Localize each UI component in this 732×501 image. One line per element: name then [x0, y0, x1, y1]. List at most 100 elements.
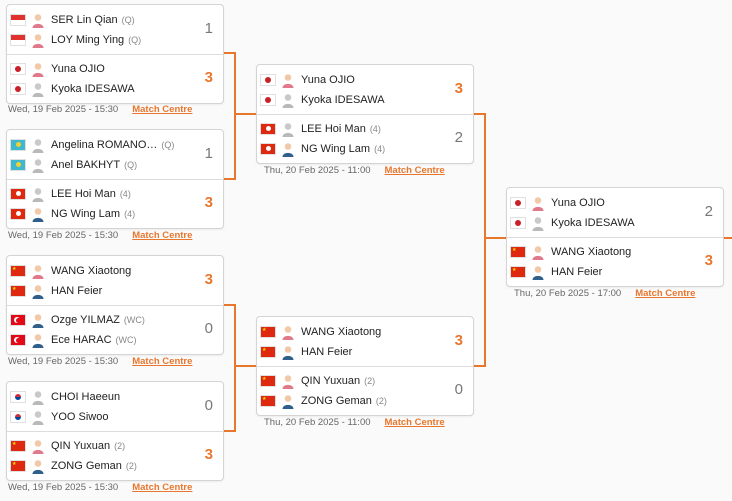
bracket-connector-line: [484, 237, 506, 239]
player-seed: (4): [119, 189, 131, 199]
player-avatar-icon: [31, 158, 45, 173]
player-name[interactable]: HAN Feier: [551, 266, 603, 278]
player-avatar-icon: [31, 439, 45, 454]
player-name[interactable]: Anel BAKHYT: [51, 159, 121, 171]
player-row: ★ZONG Geman(2): [261, 392, 387, 410]
match-centre-link[interactable]: Match Centre: [132, 104, 193, 115]
player-name[interactable]: NG Wing Lam: [51, 208, 121, 220]
winning-score: 3: [204, 194, 213, 211]
cn-flag-icon: ★: [11, 286, 25, 296]
match-centre-link[interactable]: Match Centre: [635, 288, 696, 299]
match-centre-link[interactable]: Match Centre: [384, 417, 445, 428]
player-seed: (2): [125, 461, 137, 471]
player-name[interactable]: QIN Yuxuan: [301, 375, 361, 387]
player-seed: (Q): [124, 160, 138, 170]
cn-flag-icon: ★: [511, 247, 525, 257]
player-name[interactable]: LOY Ming Ying: [51, 34, 125, 46]
player-seed: (4): [124, 209, 136, 219]
match-centre-link[interactable]: Match Centre: [132, 356, 193, 367]
player-avatar-icon: [531, 245, 545, 260]
team-bottom: LEE Hoi Man(4)NG Wing Lam(4)2: [257, 114, 473, 163]
bracket-connector-line: [234, 304, 236, 432]
player-name[interactable]: Kyoka IDESAWA: [301, 94, 385, 106]
jp-flag-icon: [11, 84, 25, 94]
player-name[interactable]: Ozge YILMAZ: [51, 314, 120, 326]
player-seed: (Q): [121, 15, 135, 25]
player-row: Yuna OJIO: [261, 71, 355, 89]
player-row: ★WANG Xiaotong: [11, 262, 131, 280]
player-row: ★ HAN Feier: [11, 282, 102, 300]
match-datetime: Thu, 20 Feb 2025 - 11:00: [264, 165, 371, 176]
hk-flag-icon: [261, 144, 275, 154]
player-row: CHOI Haeeun: [11, 388, 120, 406]
player-seed: (2): [375, 396, 387, 406]
player-row: Yuna OJIO: [11, 60, 105, 78]
player-name[interactable]: CHOI Haeeun: [51, 391, 121, 403]
player-name[interactable]: Angelina ROMANO…: [51, 139, 158, 151]
player-name[interactable]: YOO Siwoo: [51, 411, 109, 423]
player-avatar-icon: [281, 142, 295, 157]
player-name[interactable]: Ece HARAC: [51, 334, 112, 346]
team-top: SER Lin Qian(Q)LOY Ming Ying(Q)1: [7, 5, 223, 55]
cn-flag-icon: ★: [511, 267, 525, 277]
player-avatar-icon: [281, 93, 295, 108]
match-centre-link[interactable]: Match Centre: [132, 230, 193, 241]
cn-flag-icon: ★: [11, 441, 25, 451]
team-bottom: Ozge YILMAZ(WC)Ece HARAC(WC)0: [7, 305, 223, 354]
player-row: Kyoka IDESAWA: [261, 91, 385, 109]
player-name[interactable]: ZONG Geman: [301, 395, 372, 407]
player-name[interactable]: Yuna OJIO: [551, 197, 605, 209]
player-name[interactable]: HAN Feier: [51, 285, 103, 297]
match-centre-link[interactable]: Match Centre: [132, 482, 193, 493]
player-seed: (4): [369, 124, 381, 134]
match-centre-link[interactable]: Match Centre: [384, 165, 445, 176]
player-name[interactable]: WANG Xiaotong: [551, 246, 632, 258]
player-name[interactable]: WANG Xiaotong: [301, 326, 382, 338]
player-name[interactable]: QIN Yuxuan: [51, 440, 111, 452]
player-avatar-icon: [531, 216, 545, 231]
player-name[interactable]: LEE Hoi Man: [301, 123, 366, 135]
player-row: ★ HAN Feier: [511, 263, 602, 281]
player-row: YOO Siwoo: [11, 408, 108, 426]
bracket-connector-line: [224, 304, 236, 306]
player-avatar-icon: [31, 82, 45, 97]
player-row: LEE Hoi Man(4): [261, 120, 381, 138]
tr-flag-icon: [11, 335, 25, 345]
kr-flag-icon: [11, 412, 25, 422]
player-avatar-icon: [31, 284, 45, 299]
player-avatar-icon: [31, 138, 45, 153]
match-datetime: Wed, 19 Feb 2025 - 15:30: [8, 230, 119, 241]
player-name[interactable]: WANG Xiaotong: [51, 265, 132, 277]
winning-score: 3: [454, 332, 463, 349]
hk-flag-icon: [11, 209, 25, 219]
player-name[interactable]: Yuna OJIO: [301, 74, 355, 86]
player-row: ★WANG Xiaotong: [261, 323, 381, 341]
player-name[interactable]: Yuna OJIO: [51, 63, 105, 75]
player-name[interactable]: SER Lin Qian: [51, 14, 118, 26]
player-avatar-icon: [31, 459, 45, 474]
player-name[interactable]: LEE Hoi Man: [51, 188, 116, 200]
player-name[interactable]: Kyoka IDESAWA: [551, 217, 635, 229]
match-datetime: Thu, 20 Feb 2025 - 11:00: [264, 417, 371, 428]
player-name[interactable]: Kyoka IDESAWA: [51, 83, 135, 95]
player-seed: (WC): [115, 335, 137, 345]
losing-score: 2: [454, 129, 463, 146]
bracket-connector-line: [474, 113, 486, 115]
player-name[interactable]: HAN Feier: [301, 346, 353, 358]
player-row: NG Wing Lam(4): [261, 140, 385, 158]
player-name[interactable]: NG Wing Lam: [301, 143, 371, 155]
player-name[interactable]: ZONG Geman: [51, 460, 122, 472]
bracket-connector-line: [234, 113, 256, 115]
match-datetime: Wed, 19 Feb 2025 - 15:30: [8, 482, 119, 493]
